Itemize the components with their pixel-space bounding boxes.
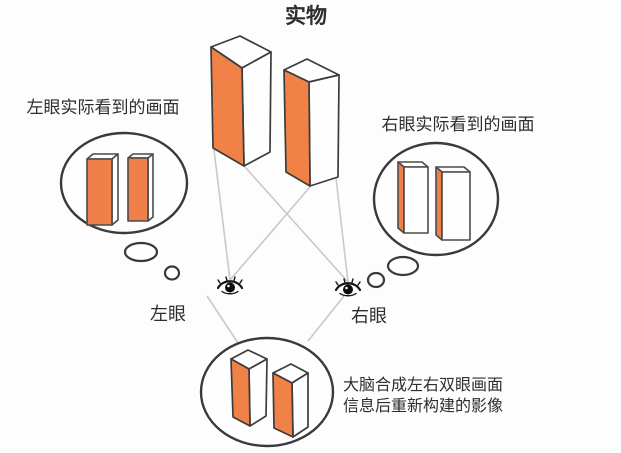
sight-line-righteye-rightblock <box>335 177 349 283</box>
sight-line-lefteye-leftblock <box>213 149 231 281</box>
eye-pupil <box>225 282 235 293</box>
left-bubble-small <box>163 265 181 281</box>
eye-upper-lid <box>216 280 244 290</box>
right-view-block2-side <box>435 166 443 241</box>
eye-pupil <box>343 284 353 295</box>
sight-line-lefteye-brain <box>206 295 239 344</box>
cuboid-left-face <box>272 372 294 438</box>
right-view-blocks <box>397 161 471 241</box>
right-bubble-small <box>366 271 386 289</box>
real-object-blocks <box>210 35 340 187</box>
eye-glint <box>345 286 348 290</box>
sight-line-righteye-brain <box>307 295 345 342</box>
cuboid-right-face <box>241 51 272 167</box>
real-object-left-cuboid <box>210 35 272 167</box>
right-view-block1-front <box>403 166 429 234</box>
right-view-block2-front <box>441 171 471 241</box>
sight-line-righteye-leftblock <box>244 166 349 283</box>
left-view-block1-side <box>111 153 119 226</box>
cuboid-left-face <box>230 358 251 427</box>
right-eye-view-bubble <box>366 141 500 289</box>
left-bubble-medium <box>123 241 159 263</box>
cuboid-left-face <box>283 69 311 187</box>
eye-glint <box>227 284 230 288</box>
real-object-right-cuboid <box>283 58 340 187</box>
cuboid-left-face <box>210 46 245 167</box>
eye-lower-lid <box>221 290 239 295</box>
brain-caption-line2: 信息后重新构建的影像 <box>343 397 503 415</box>
brain-right-cuboid <box>272 363 309 438</box>
title-real-object: 实物 <box>285 4 327 28</box>
eye-upper-lid <box>334 282 362 292</box>
right-eye-label: 右眼 <box>351 306 387 326</box>
cuboid-right-face <box>308 74 340 187</box>
eye-lashes <box>217 276 243 284</box>
right-eye-icon <box>334 278 362 297</box>
left-view-circle <box>59 131 189 235</box>
left-view-block1-front <box>86 158 113 226</box>
brain-left-cuboid <box>230 349 268 427</box>
left-eye-label: 左眼 <box>150 304 186 324</box>
sight-line-lefteye-rightblock <box>229 186 311 281</box>
sight-lines <box>206 149 349 344</box>
cuboid-right-face <box>248 358 268 427</box>
brain-caption-line1: 大脑合成左右双眼画面 <box>343 376 503 394</box>
cuboid-right-face <box>291 372 309 438</box>
right-view-block1-side <box>397 161 405 234</box>
right-view-label: 右眼实际看到的画面 <box>382 115 535 134</box>
left-view-blocks <box>86 153 154 226</box>
left-view-block2-front <box>127 157 149 222</box>
eye-lashes <box>335 278 361 286</box>
left-view-label: 左眼实际看到的画面 <box>27 98 180 117</box>
left-eye-icon <box>216 276 244 295</box>
brain-image-bubble <box>199 336 335 448</box>
right-bubble-medium <box>386 255 420 277</box>
left-eye-view-bubble <box>59 131 189 281</box>
eye-lower-lid <box>339 292 357 297</box>
